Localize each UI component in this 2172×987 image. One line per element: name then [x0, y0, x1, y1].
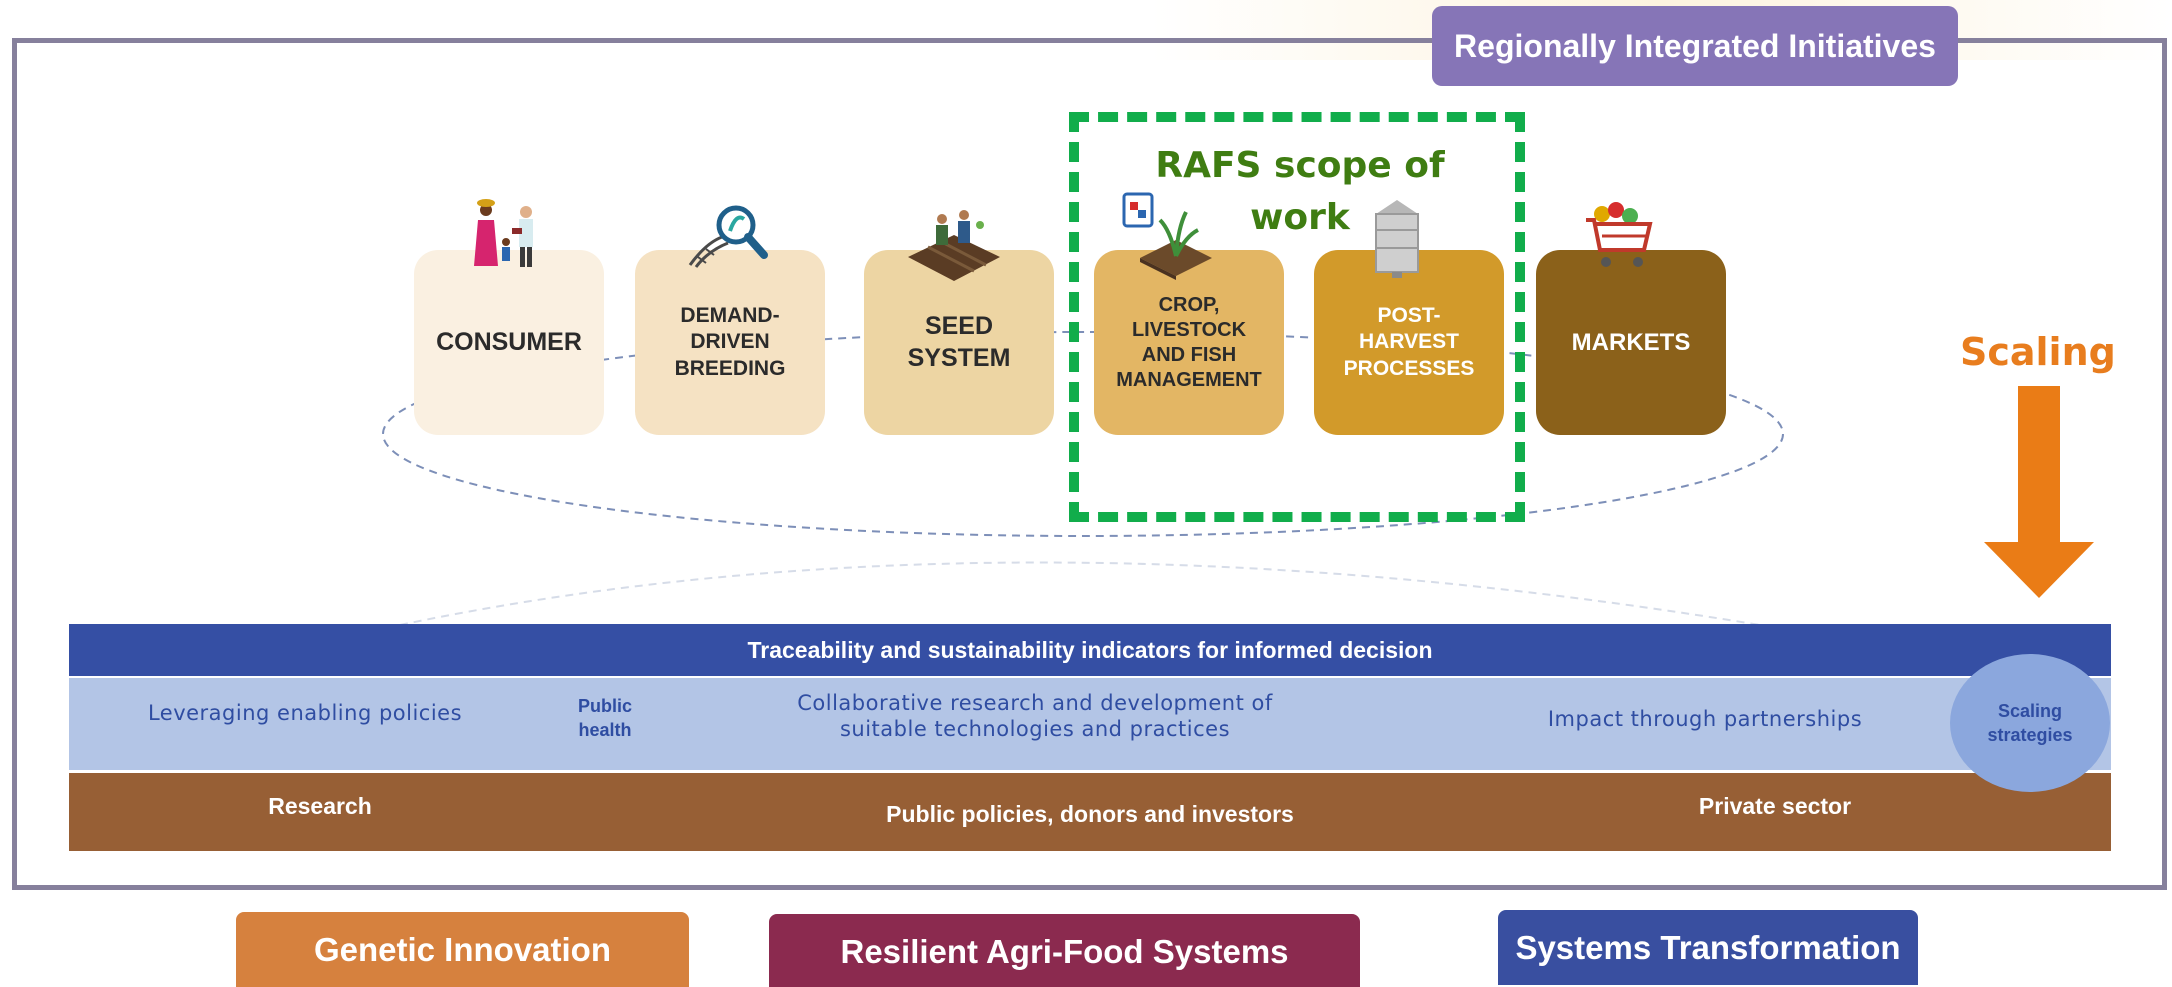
dna-magnifier-icon — [688, 205, 768, 268]
actors-band — [69, 773, 2111, 851]
outer-frame — [12, 38, 2167, 890]
enabling-policies-label: Leveraging enabling policies — [147, 701, 463, 725]
resilient-agrifood-pill: Resilient Agri-Food Systems — [769, 914, 1360, 987]
shopping-cart-icon — [1586, 202, 1653, 267]
systems-transformation-pill: Systems Transformation — [1498, 910, 1918, 985]
research-label: Research — [268, 793, 372, 819]
consumer-box: CONSUMER — [414, 250, 604, 435]
seed-system-box: SEED SYSTEM — [864, 250, 1054, 435]
genetic-innovation-pill: Genetic Innovation — [236, 912, 689, 987]
public-policies-label: Public policies, donors and investors — [886, 801, 1294, 827]
people-icon — [474, 199, 533, 267]
markets-box: MARKETS — [1536, 250, 1726, 435]
scaling-label: Scaling — [1960, 330, 2116, 374]
rafs-scope-label: RAFS scope of work — [1155, 145, 1445, 238]
farmer-field-icon — [908, 210, 1000, 281]
traceability-band: Traceability and sustainability indicato… — [69, 624, 2111, 676]
partnerships-label: Impact through partnerships — [1547, 707, 1863, 731]
down-arrow-icon — [1984, 386, 2094, 598]
enabling-band — [69, 678, 2111, 770]
collaborative-research-label: Collaborative research and development o… — [797, 691, 1273, 741]
private-sector-label: Private sector — [1698, 793, 1852, 819]
regional-initiatives-badge: Regionally Integrated Initiatives — [1432, 6, 1958, 86]
rafs-scope-box — [1069, 112, 1525, 522]
crop-plot-icon — [1122, 192, 1212, 280]
silo-icon — [1375, 200, 1419, 278]
